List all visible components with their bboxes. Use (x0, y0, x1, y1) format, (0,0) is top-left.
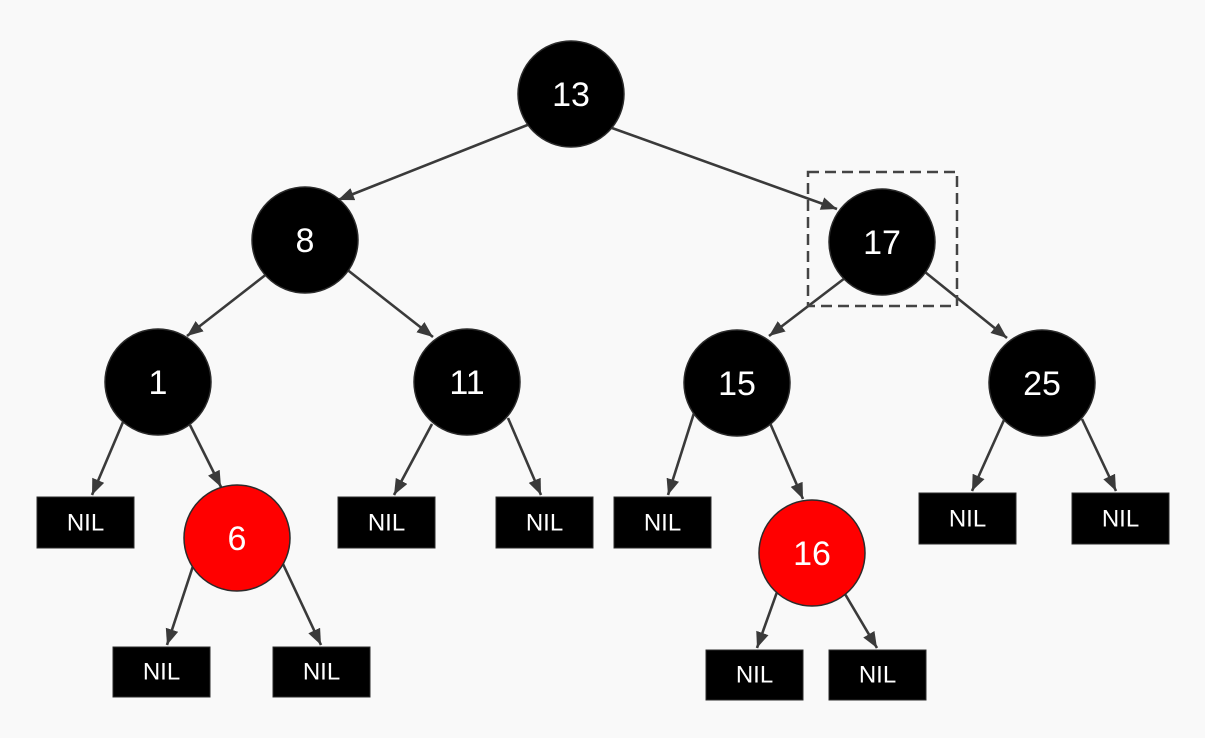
nil-box (495, 496, 594, 549)
highlight-box-node-17 (806, 170, 959, 308)
nil-label: NIL (67, 510, 104, 537)
edge-25-to-nil-right (1080, 418, 1118, 492)
nil-box (272, 646, 371, 698)
node-key: 25 (1023, 365, 1061, 403)
nil-label: NIL (526, 510, 563, 537)
nil-leaf-11-right: NIL (495, 496, 594, 549)
node-key: 16 (793, 535, 831, 573)
nil-leaf-15-left: NIL (613, 496, 712, 549)
edge-15-to-16 (768, 422, 805, 500)
nil-leaf-25-left: NIL (918, 492, 1017, 545)
node-1: 1 (104, 328, 212, 436)
node-15: 15 (683, 329, 791, 437)
nil-leaf-16-right: NIL (828, 649, 927, 701)
node-circle (104, 328, 212, 436)
edge-25-to-nil-left (970, 419, 1006, 492)
nil-leaf-6-right: NIL (272, 646, 371, 698)
node-key: 15 (718, 365, 756, 403)
nil-leaf-16-left: NIL (705, 649, 804, 701)
nil-label: NIL (368, 510, 405, 537)
edges (90, 122, 1118, 649)
edge-6-to-nil-left (165, 565, 195, 646)
nil-label: NIL (736, 662, 773, 689)
node-key: 17 (863, 224, 901, 262)
node-circle (758, 499, 866, 607)
node-8: 8 (251, 186, 359, 294)
edge-17-to-25 (924, 270, 1008, 340)
nil-leaf-1-left: NIL (36, 496, 135, 549)
edge-13-to-17 (611, 126, 838, 211)
node-11: 11 (413, 328, 521, 436)
node-circle (988, 329, 1096, 437)
edge-8-to-1 (186, 271, 269, 338)
nil-box (1071, 492, 1170, 545)
nil-box (337, 496, 436, 549)
nil-label: NIL (859, 662, 896, 689)
node-key: 11 (449, 364, 484, 402)
node-circle (517, 40, 625, 148)
node-circle (828, 188, 936, 296)
nil-label: NIL (644, 510, 681, 537)
node-circle (683, 329, 791, 437)
node-6: 6 (183, 484, 291, 592)
node-16: 16 (758, 499, 866, 607)
nil-label: NIL (303, 659, 340, 686)
edge-6-to-nil-right (281, 563, 323, 646)
edge-1-to-nil (90, 421, 125, 496)
node-13: 13 (517, 40, 625, 148)
node-17: 17 (828, 188, 936, 296)
node-key: 6 (228, 520, 247, 558)
edge-15-to-nil (666, 412, 696, 496)
node-key: 8 (296, 222, 315, 260)
edge-13-to-8 (337, 122, 531, 202)
edge-1-to-6 (188, 424, 223, 488)
edge-11-to-nil-right (506, 417, 543, 496)
node-circle (413, 328, 521, 436)
edge-16-to-nil-right (843, 593, 879, 649)
nil-leaf-25-right: NIL (1071, 492, 1170, 545)
edge-11-to-nil-left (392, 423, 434, 496)
node-key: 13 (552, 76, 590, 114)
nil-label: NIL (949, 506, 986, 533)
nil-box (918, 492, 1017, 545)
nil-label: NIL (143, 659, 180, 686)
node-key: 1 (149, 364, 168, 402)
nil-box (828, 649, 927, 701)
node-25: 25 (988, 329, 1096, 437)
node-circle (251, 186, 359, 294)
edge-16-to-nil-left (755, 591, 779, 649)
node-circle (183, 484, 291, 592)
nil-leaf-11-left: NIL (337, 496, 436, 549)
nil-box (112, 646, 211, 698)
nil-box (36, 496, 135, 549)
nil-leaf-6-left: NIL (112, 646, 211, 698)
nil-box (705, 649, 804, 701)
nil-box (613, 496, 712, 549)
edge-8-to-11 (344, 266, 434, 339)
nil-label: NIL (1102, 506, 1139, 533)
